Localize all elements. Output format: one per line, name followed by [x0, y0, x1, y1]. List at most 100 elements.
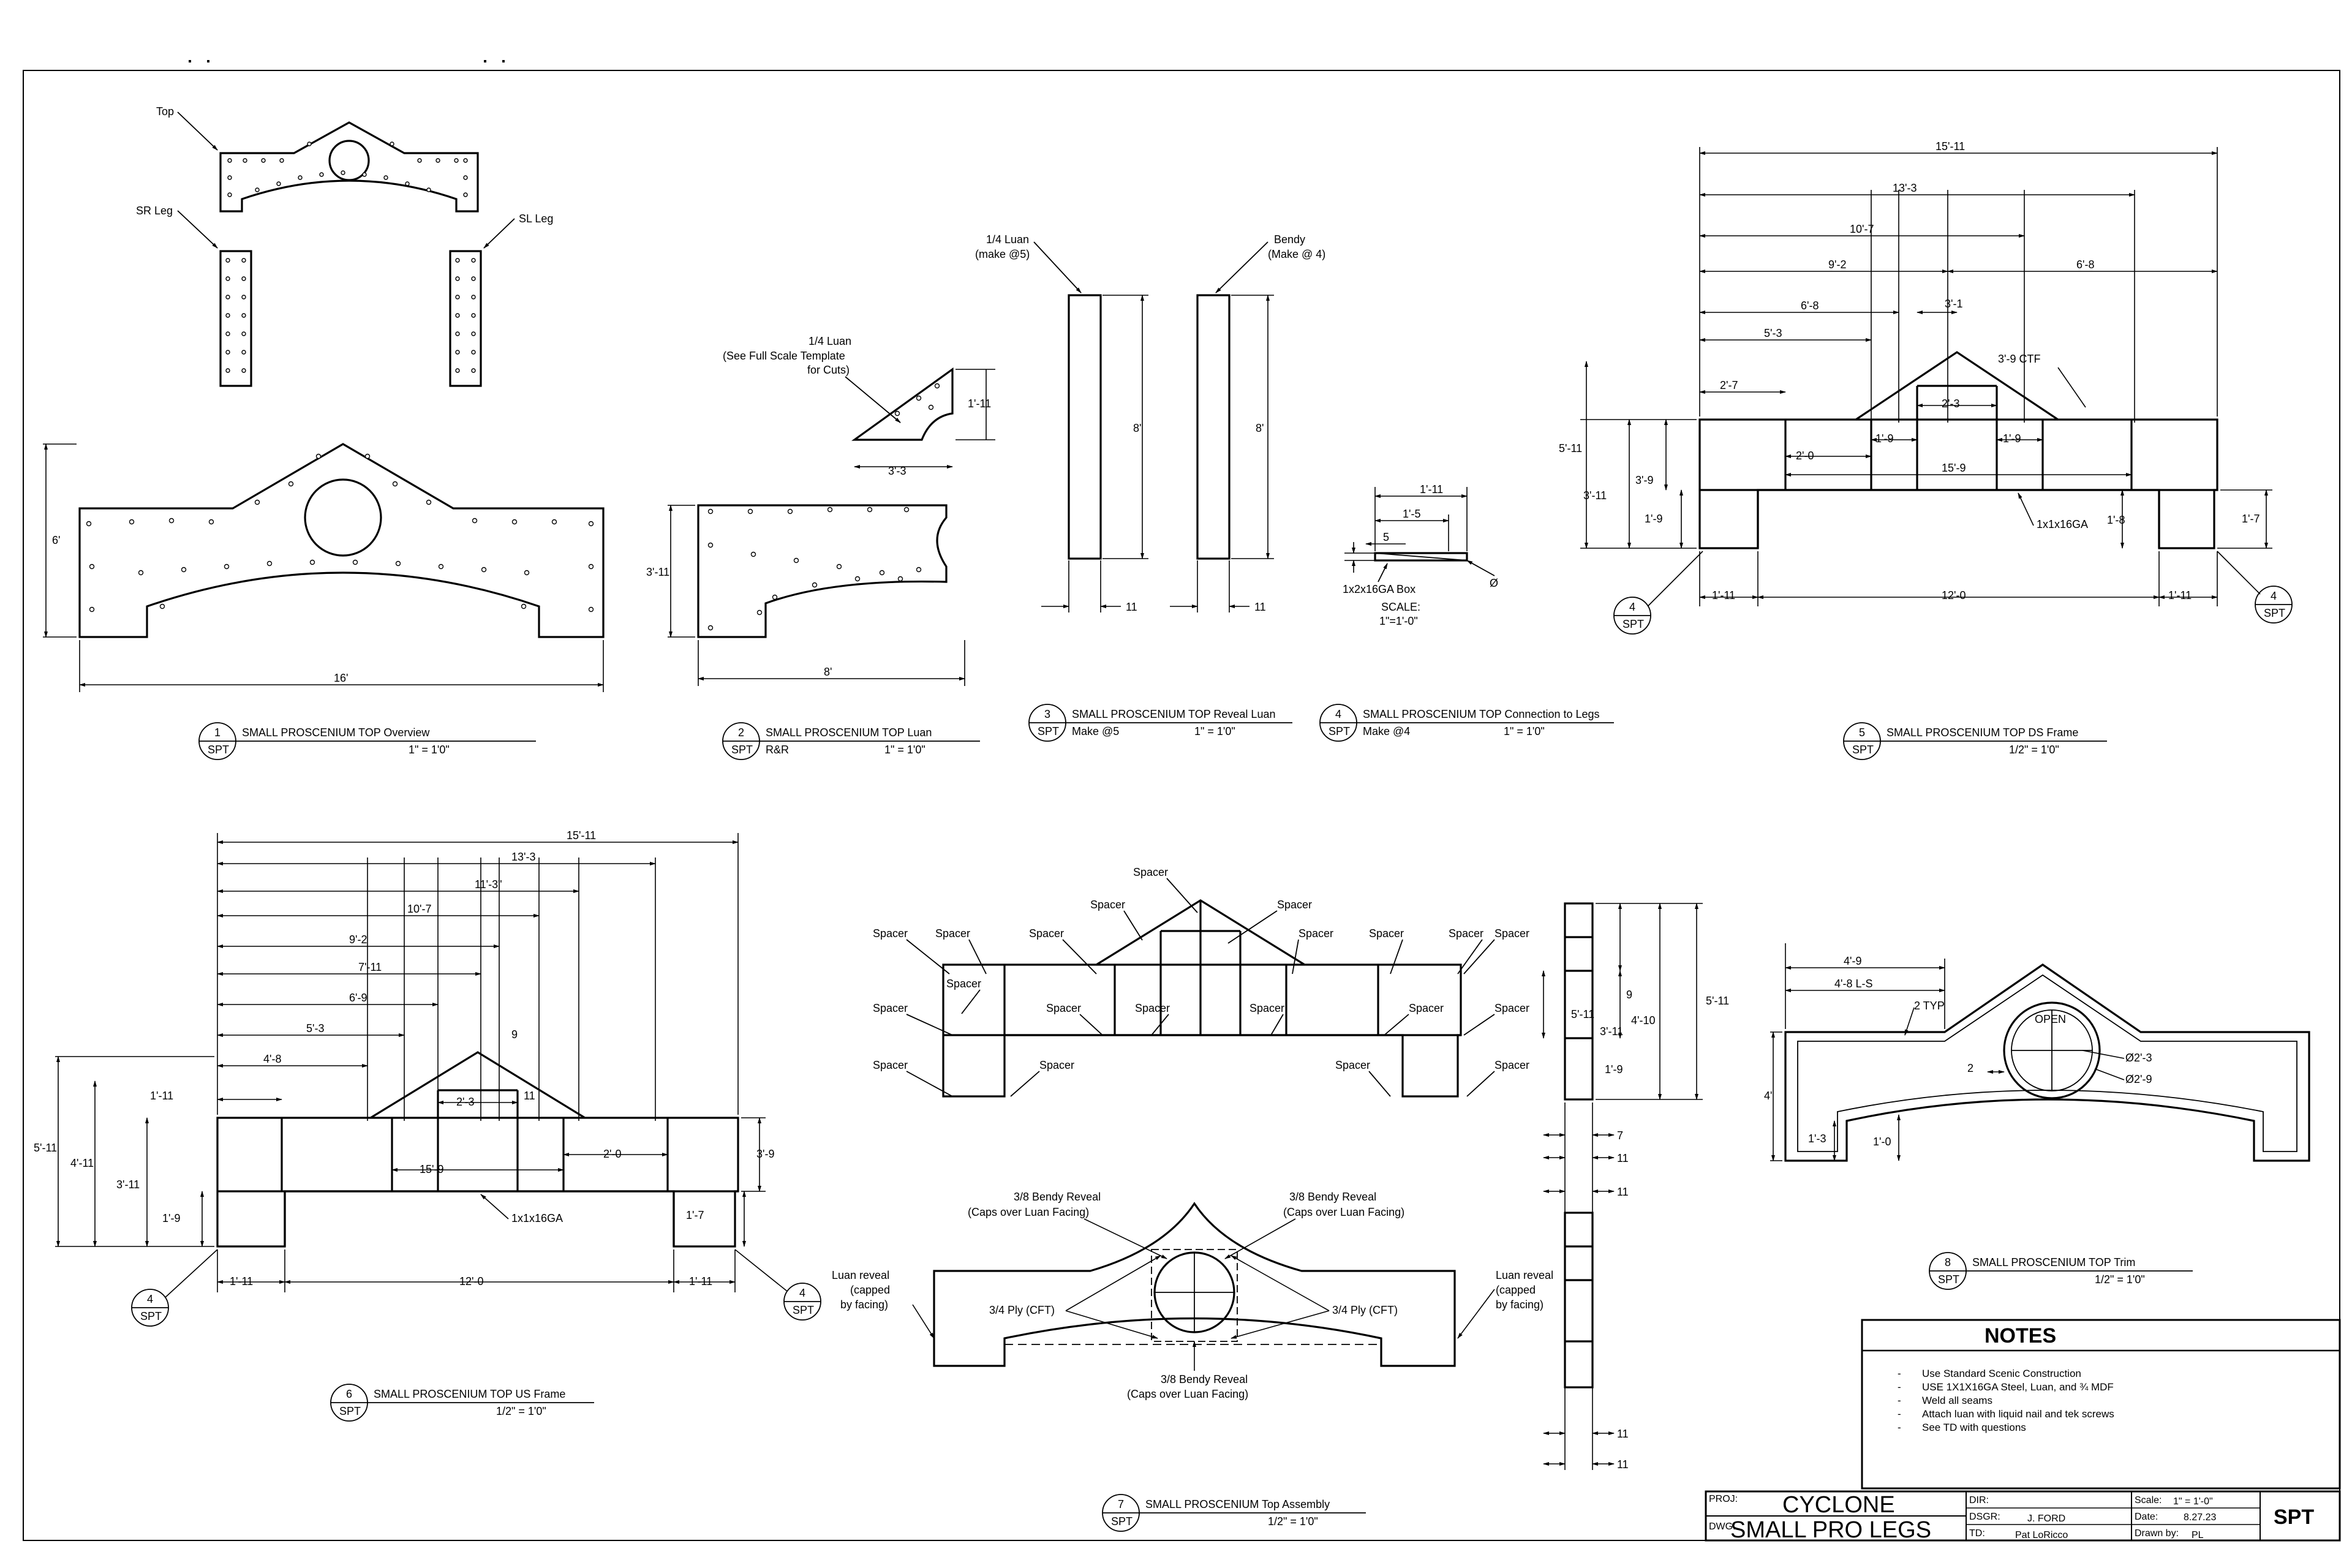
screw-hole: [879, 570, 885, 576]
caption-title: SMALL PROSCENIUM TOP Overview: [242, 726, 430, 739]
us-dim-b1: 1'-11: [230, 1275, 253, 1287]
view-3-reveal: 1/4 Luan (make @5) Bendy (Make @ 4) 8' 8…: [975, 233, 1325, 613]
view-2-luan: 1/4 Luan (See Full Scale Template for Cu…: [646, 335, 995, 686]
screw-hole: [390, 141, 394, 146]
screw-hole: [916, 395, 922, 401]
ds-dim-d6: 6'-8: [2076, 258, 2094, 271]
ds-dim-d13: 1'-9: [1875, 432, 1893, 445]
screw-hole: [225, 276, 230, 281]
screw-hole: [392, 481, 398, 487]
assy-luan-l-3: by facing): [840, 1298, 888, 1311]
svg-text:4: 4: [1629, 601, 1635, 613]
ds-dim-d10: 2'-7: [1720, 379, 1738, 391]
us-dim-h2: 4'-11: [70, 1157, 94, 1169]
assy-ply-right: 3/4 Ply (CFT): [1332, 1304, 1398, 1316]
screw-hole: [227, 175, 232, 180]
caption-scale: 1/2" = 1'0": [2095, 1273, 2145, 1286]
side-section: [1564, 902, 1594, 1389]
note-item: Attach luan with liquid nail and tek scr…: [1922, 1408, 2114, 1420]
conn-dim-top: 1'-11: [1420, 483, 1443, 496]
caption-subtitle: Make @4: [1363, 725, 1410, 737]
svg-text:-: -: [1898, 1422, 1901, 1433]
side-dim-b: 3'-11: [1600, 1025, 1623, 1038]
luan-small-holes: [894, 383, 940, 417]
ds-dim-b1: 1'-11: [1712, 589, 1735, 601]
screw-hole: [168, 518, 175, 524]
luan-small-piece: [851, 367, 954, 441]
spacer-label: Spacer: [1090, 899, 1125, 911]
spacer-label: Spacer: [873, 1059, 908, 1071]
assembly-facing: [933, 1202, 1456, 1367]
screw-hole: [426, 499, 432, 505]
trim-dim-d: 2: [1967, 1062, 1973, 1074]
caption-sheet: SPT: [1111, 1515, 1133, 1528]
svg-text:-: -: [1898, 1381, 1901, 1393]
caption-number: 7: [1118, 1498, 1124, 1510]
side-dim-j: 11: [1617, 1428, 1629, 1440]
us-dim-4: 9'-2: [349, 933, 367, 946]
conn-dim-dia: Ø: [1490, 577, 1498, 589]
screw-hole: [298, 175, 303, 180]
tb-scale: 1" = 1'-0": [2173, 1496, 2213, 1507]
reveal-len-a: 8': [1133, 422, 1141, 434]
notes-heading: NOTES: [1985, 1324, 2056, 1348]
screw-hole: [227, 192, 232, 197]
screw-hole: [455, 276, 460, 281]
caption-scale: 1" = 1'0": [409, 744, 450, 756]
side-dim-a: 9: [1626, 989, 1632, 1001]
conn-scale-1: SCALE:: [1381, 601, 1420, 613]
screw-hole: [854, 576, 861, 582]
screw-hole: [812, 582, 818, 588]
large-porthole: [304, 478, 382, 557]
screw-hole: [438, 564, 444, 570]
screw-hole: [352, 559, 358, 565]
view-8-trim: OPEN: [1784, 963, 2310, 1162]
trim-dim-dia2: Ø2'-9: [2125, 1073, 2152, 1085]
caption-title: SMALL PROSCENIUM TOP Reveal Luan: [1072, 708, 1275, 720]
spacer-label: Spacer: [873, 1002, 908, 1014]
caption-sheet: SPT: [208, 744, 229, 756]
tb-scale-label: Scale:: [2135, 1495, 2162, 1506]
top-porthole: [328, 140, 370, 181]
screw-hole: [894, 410, 900, 417]
side-section-lower: [1564, 1212, 1594, 1389]
ds-dim-d11: 2'-3: [1942, 398, 1959, 410]
assy-reveal-tr-1: 3/8 Bendy Reveal: [1289, 1191, 1376, 1203]
screw-hole: [276, 181, 281, 186]
us-dim-h1: 5'-11: [34, 1142, 57, 1154]
screw-hole: [588, 564, 594, 570]
screw-hole: [747, 508, 753, 514]
spacer-label: Spacer: [1449, 927, 1483, 940]
tb-proj-label: PROJ:: [1709, 1494, 1738, 1504]
screw-hole: [241, 276, 246, 281]
screw-hole: [241, 258, 246, 263]
note-item: Use Standard Scenic Construction: [1922, 1368, 2081, 1379]
side-dim-e: 4'-10: [1631, 1014, 1655, 1027]
luan-dim-width: 8': [824, 666, 832, 678]
top-screw-holes: [227, 141, 468, 197]
assy-ply-left: 3/4 Ply (CFT): [989, 1304, 1055, 1316]
view-4-connection: 1'-11 1'-5 5 Ø 1x2x16GA Box SCALE: 1"=1'…: [1343, 483, 1498, 627]
tb-dwg-label: DWG:: [1709, 1521, 1736, 1532]
us-dim-b2: 12'-0: [459, 1275, 483, 1287]
reveal-left-2: (make @5): [975, 248, 1030, 260]
view-6-us-frame: [216, 1051, 739, 1248]
tb-designer: J. FORD: [2027, 1513, 2065, 1524]
spacer-label: Spacer: [1409, 1002, 1444, 1014]
ds-dim-1: 13'-3: [1893, 182, 1917, 194]
screw-hole: [315, 453, 322, 459]
screw-hole: [241, 313, 246, 318]
caption-number: 3: [1044, 708, 1050, 720]
reveal-strip-right: [1196, 294, 1231, 560]
assy-luan-r-1: Luan reveal: [1496, 1269, 1553, 1281]
caption-scale: 1" = 1'0": [1194, 725, 1235, 737]
connection-box: [1374, 552, 1468, 562]
screw-hole: [243, 158, 247, 163]
us-dim-5: 7'-11: [358, 961, 382, 973]
screw-hole: [307, 141, 312, 146]
screw-hole: [255, 187, 260, 192]
ds-dim-d15: 15'-9: [1942, 462, 1966, 474]
trim-porthole: [2003, 1001, 2101, 1099]
